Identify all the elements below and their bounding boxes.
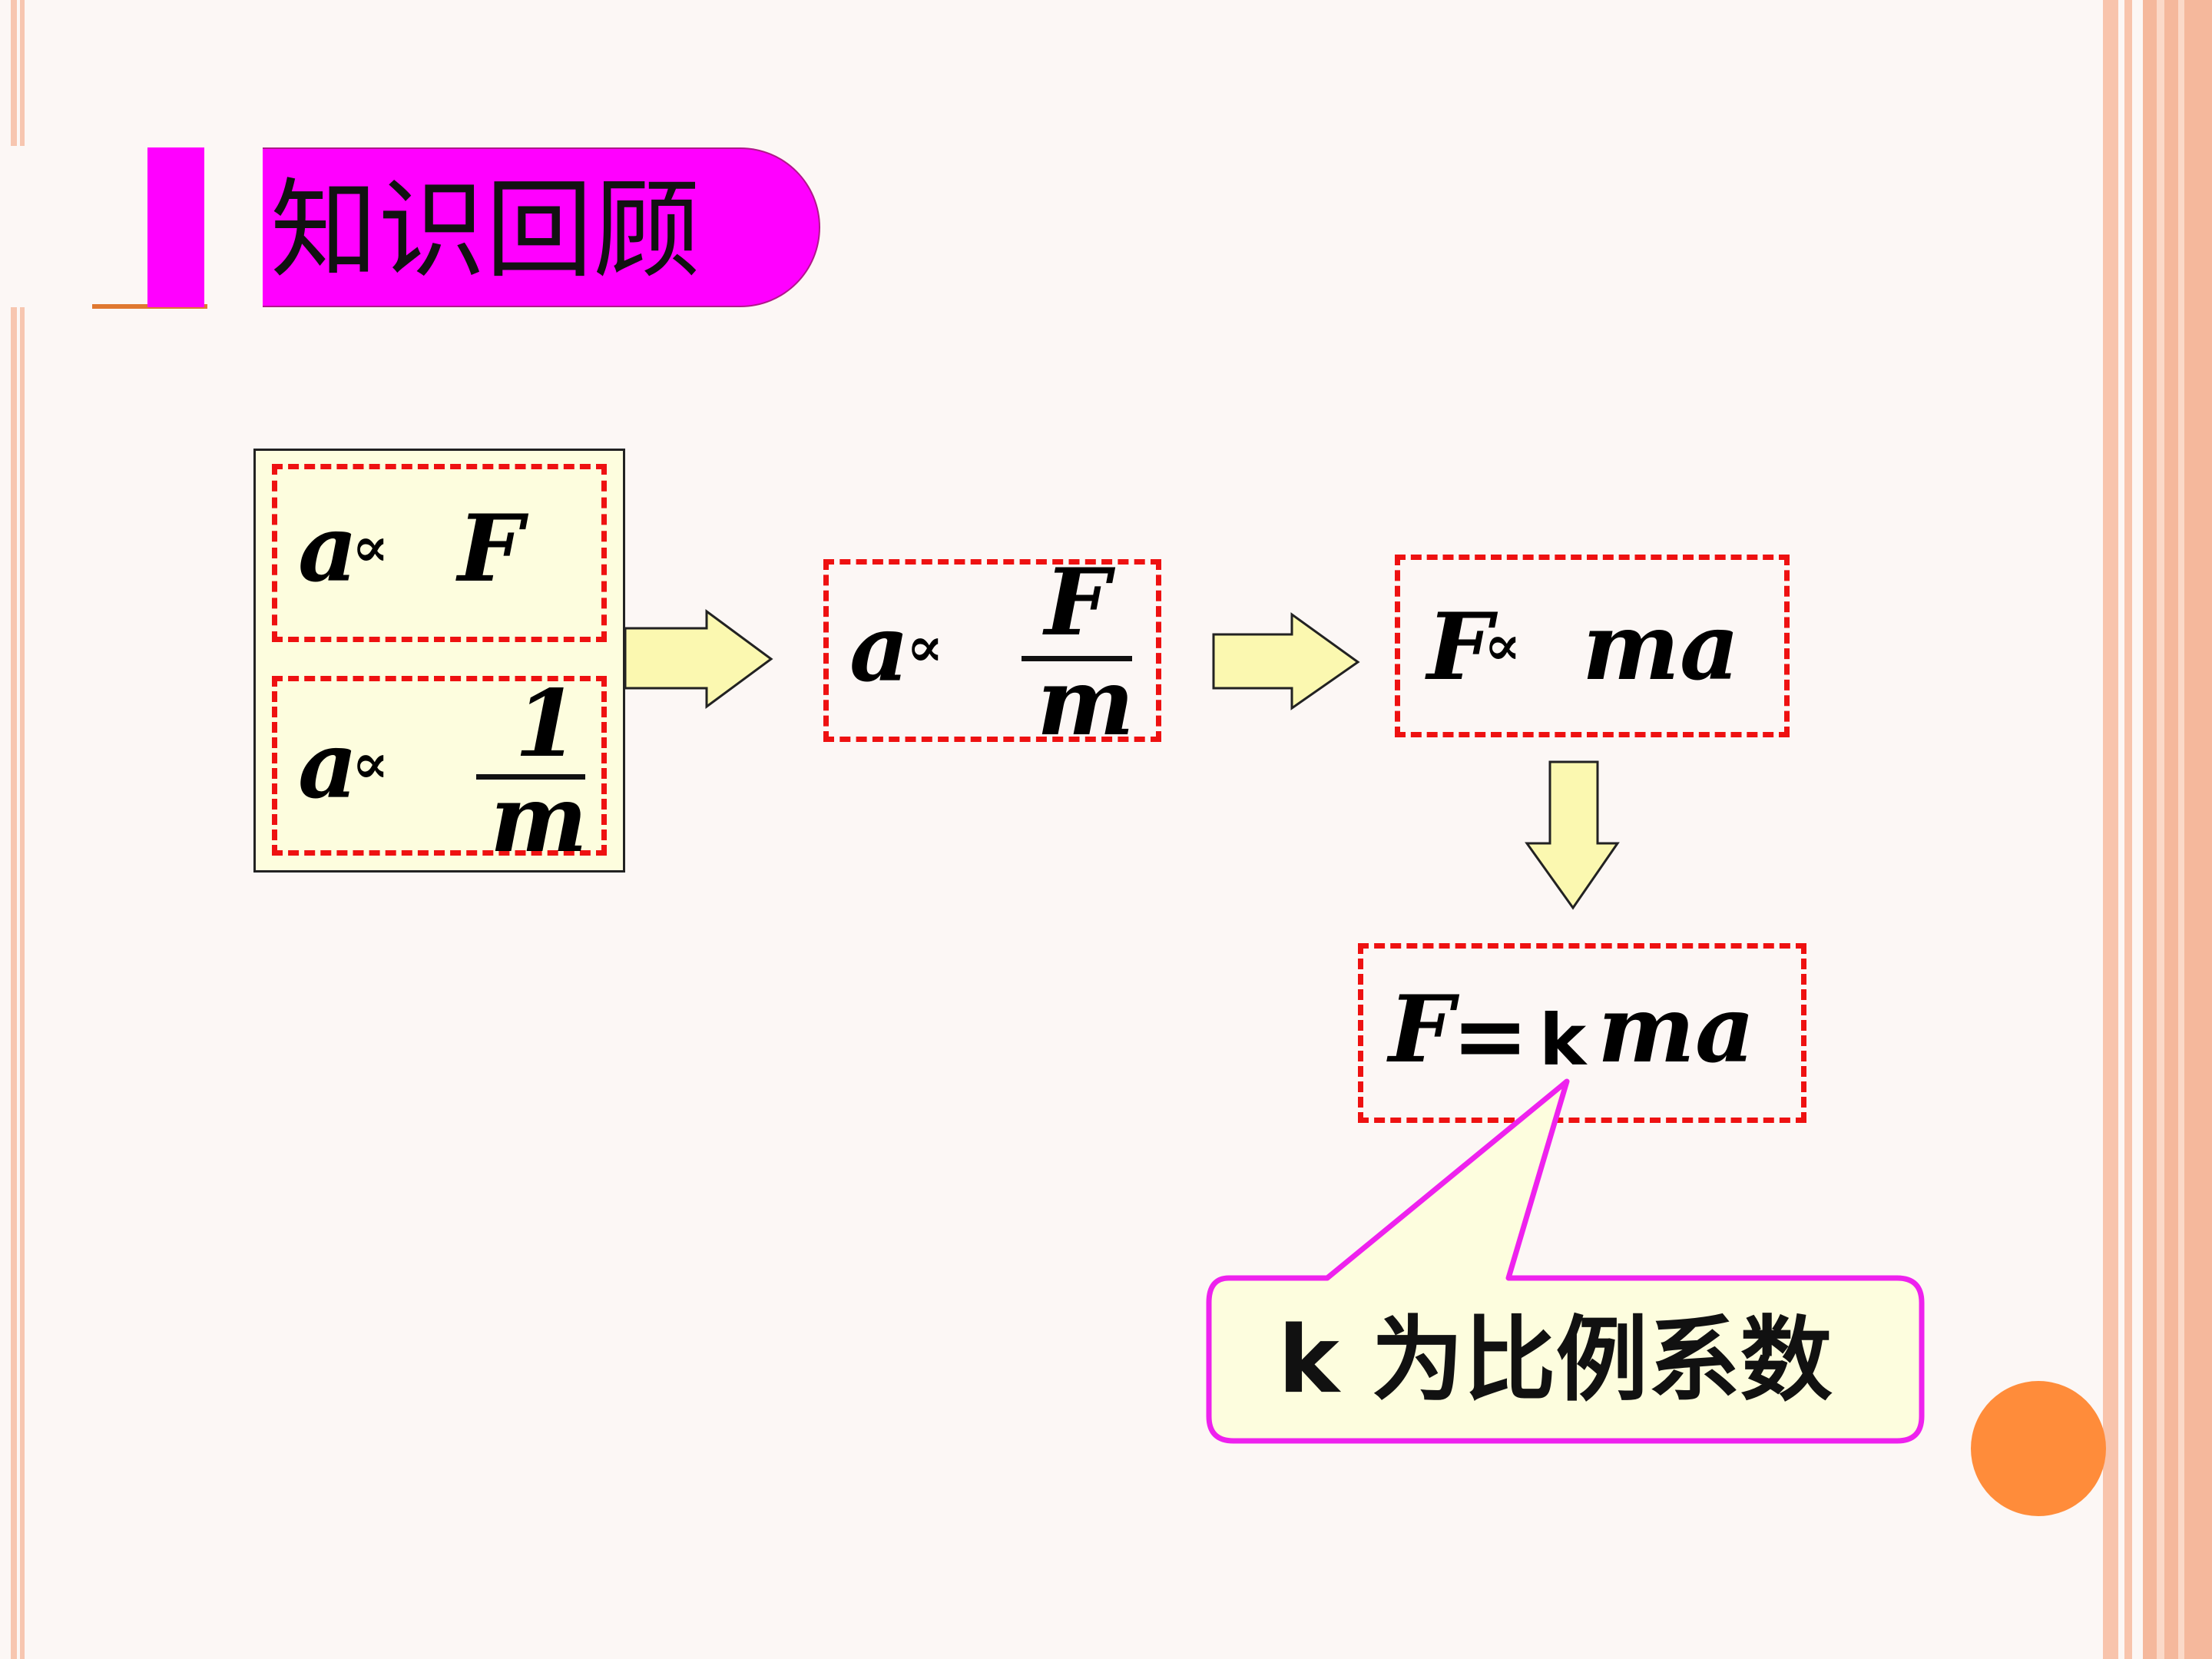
decor-stripe [2124, 0, 2132, 1659]
eq2-fraction-bar [476, 774, 585, 780]
box-a-prop-inv-m [272, 676, 607, 856]
arrow-right-1 [624, 609, 773, 709]
decor-stripe [2178, 0, 2184, 1659]
header-marker [147, 147, 204, 307]
box-a-prop-f [272, 464, 607, 642]
eq5-k: k [1539, 999, 1587, 1081]
eq4-rhs: ma [1582, 593, 1740, 701]
box-f-eq-kma [1358, 943, 1806, 1123]
eq3-den: m [1037, 648, 1134, 757]
eq2-lhs: a [298, 711, 358, 820]
arrow-right-2 [1212, 612, 1360, 710]
decor-stripe [2143, 0, 2212, 1659]
callout-bubble [1206, 1078, 1925, 1444]
eq5-eq: = [1452, 982, 1529, 1090]
decor-stripe [2103, 0, 2118, 1659]
eq4-prop: ∝ [1484, 612, 1522, 677]
eq3-fraction-bar [1022, 656, 1132, 661]
eq5-rhs: ma [1598, 975, 1755, 1084]
arrow-down [1525, 760, 1620, 910]
eq1-prop: ∝ [352, 514, 389, 579]
eq3-lhs: a [849, 594, 909, 703]
eq1-rhs: F [458, 495, 524, 603]
eq2-prop: ∝ [352, 730, 389, 796]
eq1-lhs: a [298, 495, 358, 603]
box-f-prop-ma [1395, 555, 1790, 737]
callout-text: k 为比例系数 [1278, 1307, 1833, 1414]
source-box [253, 449, 625, 873]
decor-stripe [20, 307, 25, 1659]
eq3-num: F [1045, 548, 1111, 657]
decor-dot [1971, 1381, 2106, 1516]
decor-stripe [11, 0, 17, 146]
eq5-lhs: F [1389, 975, 1455, 1084]
eq2-den: m [490, 765, 588, 873]
page-title: 知识回顾 [270, 168, 701, 293]
decor-stripe [20, 0, 25, 146]
eq3-prop: ∝ [906, 614, 944, 679]
eq4-lhs: F [1427, 593, 1493, 701]
header-pill [263, 147, 820, 307]
box-a-prop-f-over-m [823, 559, 1161, 742]
decor-stripe [11, 307, 17, 1659]
eq2-num: 1 [515, 670, 579, 778]
decor-stripe [2157, 0, 2164, 1659]
